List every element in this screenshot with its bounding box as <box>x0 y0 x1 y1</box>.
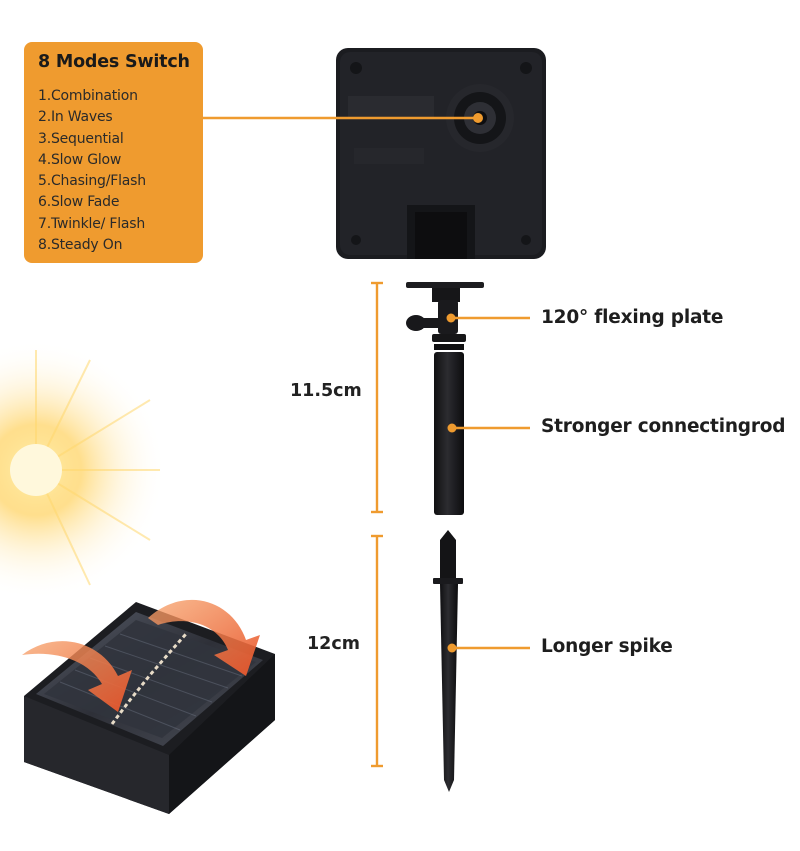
spike-length-label: 12cm <box>307 634 360 654</box>
mode-item: 1.Combination <box>38 88 138 104</box>
ground-spike <box>433 530 463 792</box>
mode-item: 6.Slow Fade <box>38 194 120 211</box>
modes-title: 8 Modes Switch <box>38 52 190 72</box>
callout-line-flexing-plate <box>446 313 530 323</box>
mode-item: 8.Steady On <box>38 237 123 254</box>
flexing-plate-label: 120° flexing plate <box>541 307 724 328</box>
mode-item: 7.Twinkle/ Flash <box>38 215 146 232</box>
dimension-line-rod <box>371 281 383 514</box>
mode-item: 3.Sequential <box>38 130 124 147</box>
callout-line-spike <box>447 643 530 653</box>
sunlight-arrows <box>22 599 260 712</box>
modes-list: 1.Combination 2.In Waves 3.Sequential 4.… <box>38 86 193 256</box>
dimension-line-spike <box>371 534 383 768</box>
control-box <box>336 48 546 259</box>
spike-label: Longer spike <box>541 636 673 657</box>
callout-line-connecting-rod <box>447 423 530 433</box>
mode-item: 2.In Waves <box>38 109 113 126</box>
mode-item: 4.Slow Glow <box>38 151 122 168</box>
callout-line-switch <box>203 113 483 123</box>
modes-card: 8 Modes Switch 1.Combination 2.In Waves … <box>24 42 203 263</box>
sun-glow <box>0 340 166 600</box>
connecting-rod-label: Stronger connectingrod <box>541 416 786 437</box>
rod-length-label: 11.5cm <box>290 381 362 401</box>
connecting-rod <box>406 282 484 515</box>
mode-item: 5.Chasing/Flash <box>38 173 146 190</box>
